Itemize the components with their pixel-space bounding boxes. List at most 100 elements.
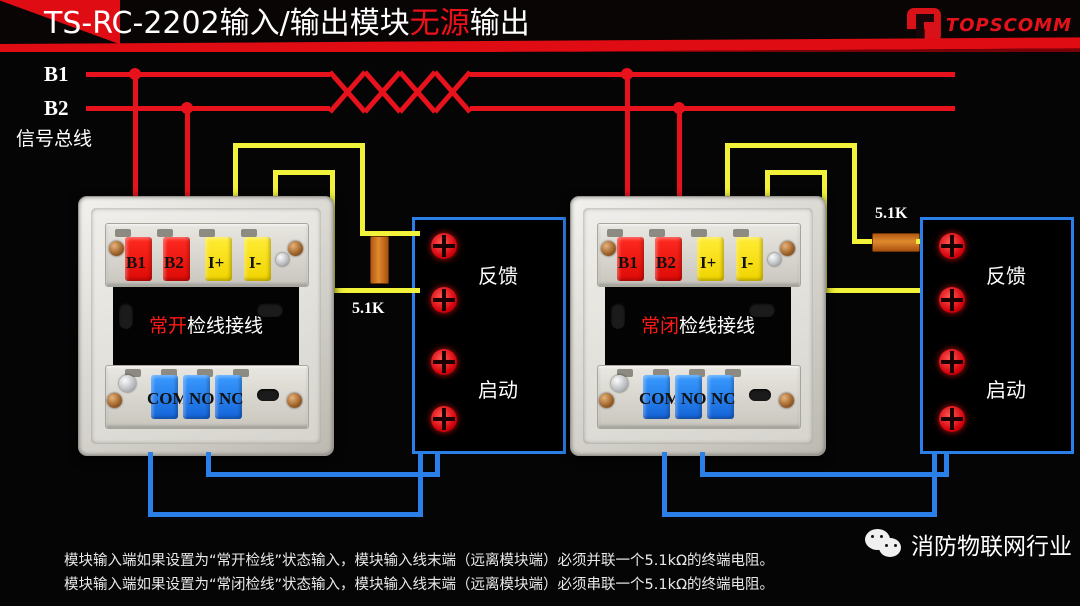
pin [125,369,141,377]
bus-line-b1-right [470,72,955,77]
page-title-tail: 输出 [469,6,530,41]
right-output-wire-no-down [700,452,705,477]
terminal-b1[interactable] [125,237,152,281]
terminal-iminus[interactable] [736,237,763,281]
panel-lug-feedback-1[interactable] [431,233,457,259]
panel-lug-feedback-1[interactable] [939,233,965,259]
terminal-nc[interactable] [707,375,734,419]
module-left-window [113,281,299,369]
terminal-iplus[interactable] [205,237,232,281]
screw [107,393,122,408]
terminal-label-com: COM [639,389,681,408]
panel-label-feedback-left: 反馈 [478,264,518,288]
wechat-icon [865,529,905,559]
pin [607,229,623,237]
bus-line-b2-right [470,106,955,111]
pin [725,369,741,377]
module-right[interactable]: B1 B2 I+ I- 常闭检线接线 COM NO NC [570,196,826,456]
left-input-wire-to-resistor-top [360,143,365,236]
pin [689,369,705,377]
terminal-label-com: COM [147,389,189,408]
bus-junction-b2-left [181,102,193,114]
terminal-b2[interactable] [655,237,682,281]
left-panel-input-wire-top [398,231,420,236]
right-resistor-label: 5.1K [875,205,908,222]
left-input-wire-iminus-vertical [273,170,278,205]
panel-lug-feedback-2[interactable] [431,287,457,313]
terminal-no[interactable] [675,375,702,419]
bus-junction-b1-left [129,68,141,80]
panel-lug-start-1[interactable] [431,349,457,375]
left-output-wire-com-down [148,452,153,517]
terminal-label-no: NO [189,389,215,408]
screw [601,241,616,256]
panel-lug-start-2[interactable] [939,406,965,432]
terminal-label-iplus: I+ [208,253,225,272]
left-input-wire-top-rail [360,231,420,236]
device-panel-right[interactable]: 反馈 启动 [920,217,1074,454]
header-bar: TS-RC-2202输入/输出模块无源输出 TOPSCOMM [0,0,1080,52]
terminal-label-iminus: I- [249,253,262,272]
bus-drop-b1-left-module [133,72,138,205]
right-input-wire-resistor-lead-in [852,239,874,244]
terminal-com[interactable] [643,375,670,419]
right-output-wire-com-rail [662,512,937,517]
terminal-no[interactable] [183,375,210,419]
terminal-label-b2: B2 [164,253,184,272]
pin [233,369,249,377]
bus-junction-b1-right [621,68,633,80]
footer-note-line-2: 模块输入端如果设置为“常闭检线”状态输入，模块输入线末端（远离模块端）必须串联一… [64,577,775,593]
bus-drop-b1-right-module [625,72,630,205]
bus-label-b1: B1 [44,62,69,86]
right-input-wire-iplus-horizontal [725,143,857,148]
terminal-iplus[interactable] [697,237,724,281]
panel-lug-start-2[interactable] [431,406,457,432]
terminal-iminus[interactable] [244,237,271,281]
pin [653,369,669,377]
pin [161,369,177,377]
terminal-label-iminus: I- [741,253,754,272]
panel-label-feedback-right: 反馈 [986,264,1026,288]
page-title: TS-RC-2202输入/输出模块无源输出 [44,3,530,45]
watermark-text: 消防物联网行业 [911,534,1072,560]
module-right-caption: 常闭检线接线 [571,311,825,338]
terminal-nc[interactable] [215,375,242,419]
module-left[interactable]: B1 B2 I+ I- 常开检线接线 COM NO NC [78,196,334,456]
left-input-wire-iplus-vertical [233,143,238,205]
terminal-b1[interactable] [617,237,644,281]
left-input-wire-iminus-horizontal [273,170,335,175]
terminal-com[interactable] [151,375,178,419]
screw [287,393,302,408]
mounting-slot [611,303,625,329]
device-panel-left[interactable]: 反馈 启动 [412,217,566,454]
right-terminal-resistor [872,233,920,252]
right-input-wire-iminus-horizontal [765,170,827,175]
panel-lug-start-1[interactable] [939,349,965,375]
screw [599,393,614,408]
right-input-wire-iplus-vertical [725,143,730,205]
module-right-window [605,281,791,369]
screw [779,393,794,408]
bus-line-b1-left [86,72,330,77]
pin [157,229,173,237]
right-input-wire-iminus-vertical [765,170,770,205]
bus-drop-b2-left-module [185,106,190,205]
left-input-wire-iplus-horizontal [233,143,365,148]
screw [780,241,795,256]
bus-label-b2: B2 [44,96,69,120]
terminal-b2[interactable] [163,237,190,281]
pin [197,369,213,377]
brand-logo: TOPSCOMM [906,4,1072,46]
screw [611,375,628,392]
terminal-label-b2: B2 [656,253,676,272]
left-terminal-resistor [370,236,389,284]
module-right-caption-emphasis: 常闭 [640,315,679,337]
terminal-label-b1: B1 [618,253,638,272]
panel-lug-feedback-2[interactable] [939,287,965,313]
pin [617,369,633,377]
page-title-main: TS-RC-2202输入/输出模块 [44,6,410,41]
module-left-caption-rest: 检线接线 [187,315,264,337]
left-output-wire-com-up [418,407,423,517]
right-output-wire-com-down [662,452,667,517]
